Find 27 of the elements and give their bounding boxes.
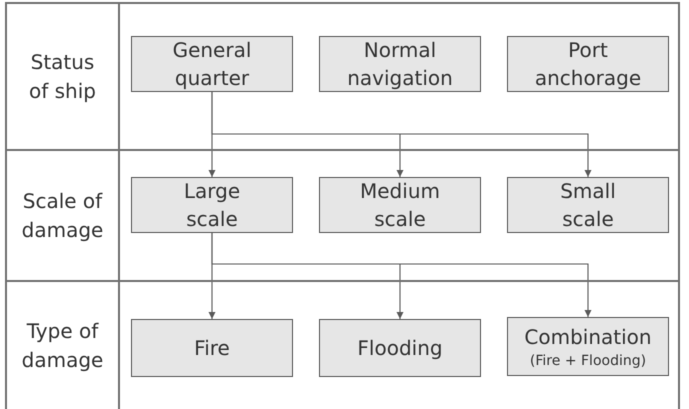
table-row [5, 280, 680, 409]
process-box [319, 319, 481, 377]
process-box [131, 319, 293, 377]
box-label: Medium scale [359, 178, 441, 233]
box-label: Fire [194, 335, 230, 362]
row-heading: Status of ship [28, 48, 97, 104]
box-label: Small scale [559, 178, 617, 233]
connector-arrow [211, 92, 592, 177]
table-row [5, 149, 680, 280]
process-box [319, 177, 481, 233]
process-box [507, 36, 669, 92]
process-box [319, 36, 481, 92]
box-label: Large scale [182, 178, 242, 233]
box-sublabel: (Fire + Flooding) [530, 352, 646, 370]
process-box [131, 177, 293, 233]
box-label: Flooding [357, 335, 443, 362]
connector-arrow [211, 233, 592, 317]
box-label: General quarter [172, 37, 252, 92]
process-box [131, 36, 293, 92]
row-heading: Scale of damage [20, 188, 104, 244]
process-box [507, 177, 669, 233]
process-box [507, 317, 669, 376]
box-label: Normal navigation [347, 37, 453, 92]
table-row [5, 2, 680, 149]
box-label: Port anchorage [534, 37, 642, 92]
box-label: Combination [524, 324, 652, 350]
row-heading: Type of damage [20, 318, 104, 374]
